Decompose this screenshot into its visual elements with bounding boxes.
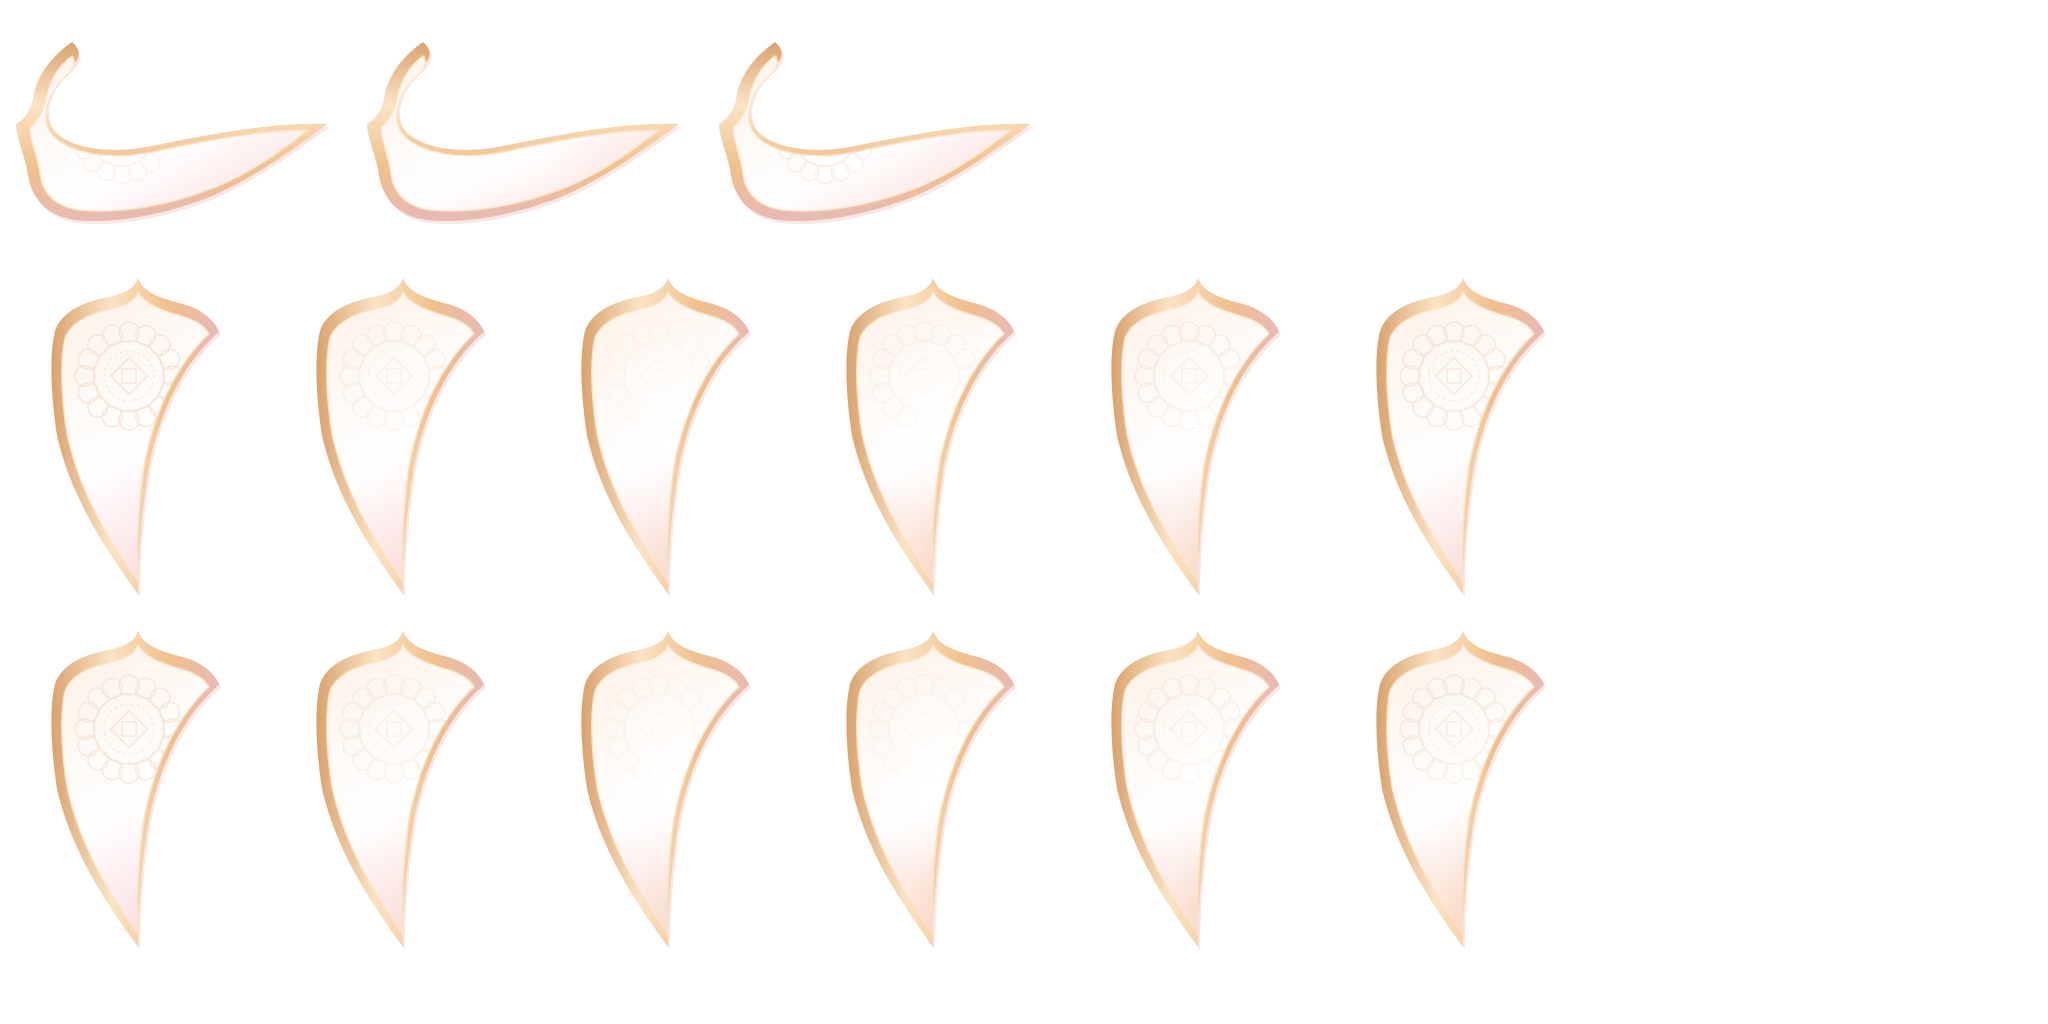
petal-frame-sprite [43, 276, 233, 597]
petal-frame-sprite [715, 38, 1035, 228]
petal-frame-sprite [1368, 629, 1558, 950]
petal-frame-sprite [838, 276, 1028, 597]
petal-frame-sprite [573, 629, 763, 950]
petal-frame-sprite [1103, 629, 1293, 950]
petal-frame-sprite [573, 276, 763, 597]
light-glow [735, 98, 975, 212]
petal-frame-sprite [308, 629, 498, 950]
petal-frame-sprite [838, 629, 1028, 950]
petal-frame-sprite [43, 629, 233, 950]
light-glow [32, 98, 272, 212]
petal-frame-sprite [363, 38, 683, 228]
light-glow [383, 98, 623, 212]
petal-frame-sprite [308, 276, 498, 597]
petal-frame-sprite [1368, 276, 1558, 597]
petal-frame-sprite [1103, 276, 1293, 597]
petal-frame-sprite [12, 38, 332, 228]
